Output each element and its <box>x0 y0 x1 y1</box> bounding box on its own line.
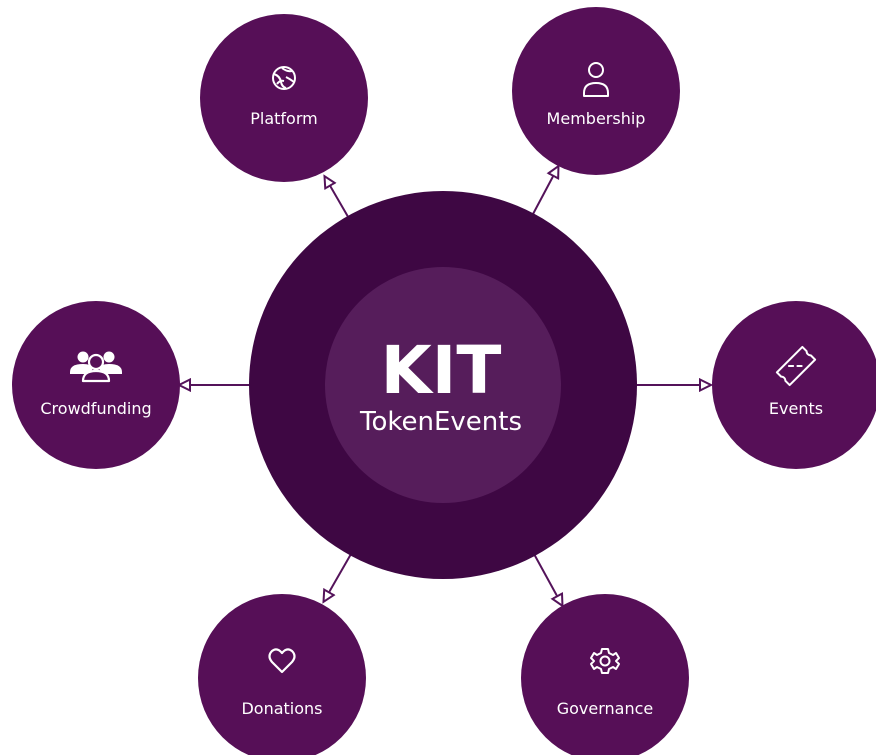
globe-icon <box>272 66 296 90</box>
hub: KIT TokenEvents <box>249 191 637 579</box>
node-label: Donations <box>241 699 322 718</box>
ticket-icon <box>775 345 817 387</box>
node-circle <box>712 301 876 469</box>
node-donations: Donations <box>198 594 366 755</box>
node-crowdfunding: Crowdfunding <box>12 301 180 469</box>
node-label: Crowdfunding <box>40 399 151 418</box>
node-governance: Governance <box>521 594 689 755</box>
node-events: Events <box>712 301 876 469</box>
node-platform: Platform <box>200 14 368 182</box>
user-icon <box>583 62 609 97</box>
node-label: Platform <box>250 109 317 128</box>
heart-icon <box>268 648 296 674</box>
node-label: Governance <box>557 699 654 718</box>
hub-subtitle: TokenEvents <box>359 407 522 437</box>
node-circle <box>198 594 366 755</box>
node-label: Events <box>769 399 823 418</box>
node-label: Membership <box>547 109 646 128</box>
group-icon <box>70 351 122 383</box>
node-circle <box>512 7 680 175</box>
node-membership: Membership <box>512 7 680 175</box>
node-circle <box>521 594 689 755</box>
hub-inner-disc <box>325 267 561 503</box>
node-circle <box>200 14 368 182</box>
gear-icon <box>590 648 620 674</box>
node-circle <box>12 301 180 469</box>
hub-title: KIT <box>381 332 502 409</box>
